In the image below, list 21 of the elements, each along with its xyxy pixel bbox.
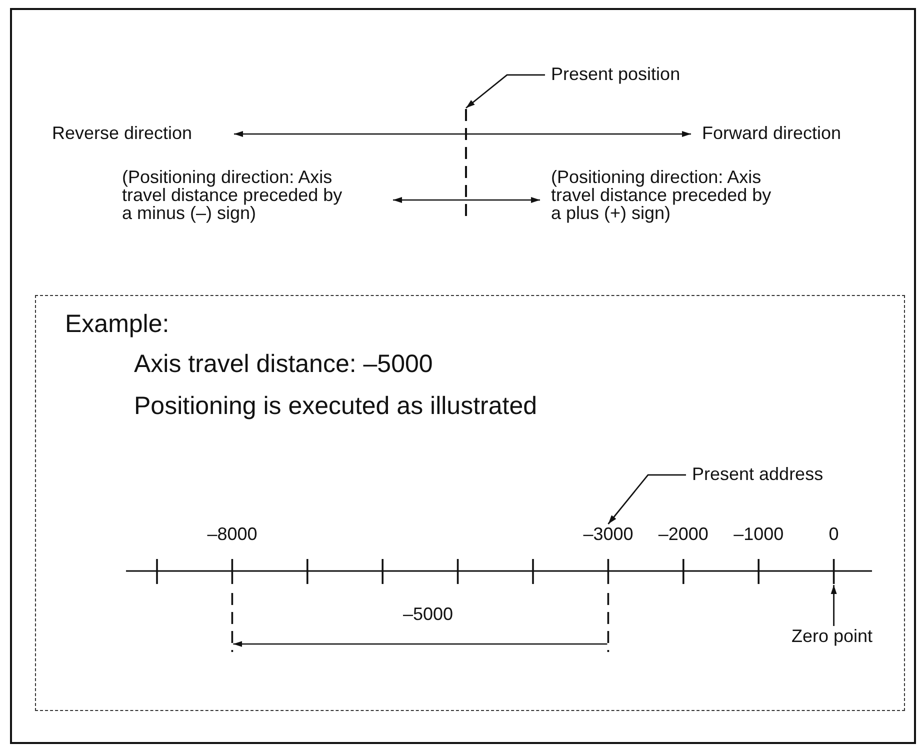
tick-label: –3000	[583, 525, 634, 545]
arrow	[830, 585, 837, 626]
tick-label: –1000	[734, 525, 784, 545]
leader-line	[466, 74, 545, 109]
example-text: Axis travel distance: –5000	[134, 351, 433, 378]
leader-line	[608, 474, 686, 524]
example-panel	[35, 295, 905, 711]
dimension-label: –5000	[403, 605, 454, 625]
example-text: Positioning is executed as illustrated	[134, 393, 538, 420]
callout-text: Present position	[551, 65, 680, 85]
direction-note: (Positioning direction: Axis travel distance preceded by a minus (–) sign)	[122, 168, 344, 222]
tick-label: 0	[828, 525, 839, 545]
direction-note: (Positioning direction: Axis travel distance preceded by a plus (+) sign)	[551, 168, 772, 222]
scale-tick	[832, 559, 835, 584]
tick-label: –2000	[658, 525, 708, 545]
direction-label: Reverse direction	[52, 124, 192, 144]
tick-label: –8000	[207, 525, 258, 545]
callout-text: Present address	[692, 465, 824, 485]
callout-text: Zero point	[792, 627, 873, 647]
direction-label: Forward direction	[702, 124, 842, 144]
example-heading: Example:	[65, 311, 170, 338]
